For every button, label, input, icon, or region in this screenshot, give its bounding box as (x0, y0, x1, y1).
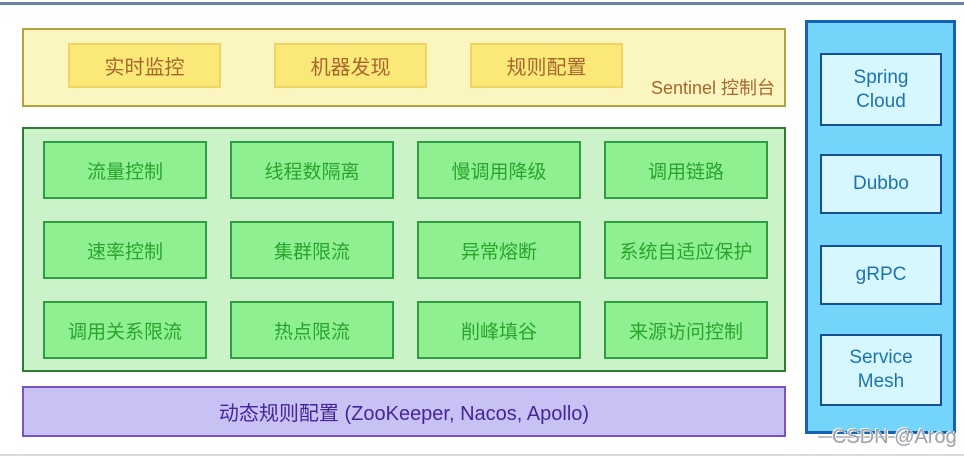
capability-cluster-limit: 集群限流 (230, 221, 394, 279)
capability-flow-control: 流量控制 (43, 141, 207, 199)
ecosystem-panel: Spring Cloud Dubbo gRPC Service Mesh (805, 20, 956, 434)
console-panel-label: Sentinel 控制台 (650, 78, 775, 98)
capability-system-adaptive-protection: 系统自适应保护 (604, 221, 768, 279)
dynamic-rule-config-bar: 动态规则配置 (ZooKeeper, Nacos, Apollo) (22, 386, 786, 437)
bottom-divider (0, 454, 964, 456)
csdn-watermark: CSDN @Arog (832, 426, 957, 448)
console-panel: 实时监控 机器发现 规则配置 Sentinel 控制台 (22, 28, 786, 107)
console-feature-realtime-monitor: 实时监控 (68, 43, 221, 88)
ecosystem-item-dubbo: Dubbo (820, 154, 942, 214)
ecosystem-item-spring-cloud: Spring Cloud (820, 53, 942, 126)
ecosystem-item-service-mesh: Service Mesh (820, 334, 942, 406)
capability-peak-shaving: 削峰填谷 (417, 301, 581, 359)
capability-exception-circuit-break: 异常熔断 (417, 221, 581, 279)
capability-origin-access-control: 来源访问控制 (604, 301, 768, 359)
capabilities-panel: 流量控制 线程数隔离 慢调用降级 调用链路 速率控制 集群限流 异常熔断 系统自… (22, 127, 786, 372)
capability-relation-limit: 调用关系限流 (43, 301, 207, 359)
capability-thread-isolation: 线程数隔离 (230, 141, 394, 199)
capability-call-chain: 调用链路 (604, 141, 768, 199)
capability-slow-call-degrade: 慢调用降级 (417, 141, 581, 199)
console-feature-rule-config: 规则配置 (470, 43, 623, 88)
capability-hotspot-limit: 热点限流 (230, 301, 394, 359)
watermark-strike-line (818, 436, 908, 438)
top-divider (0, 2, 964, 5)
console-feature-machine-discovery: 机器发现 (274, 43, 427, 88)
capability-rate-control: 速率控制 (43, 221, 207, 279)
ecosystem-item-grpc: gRPC (820, 245, 942, 305)
